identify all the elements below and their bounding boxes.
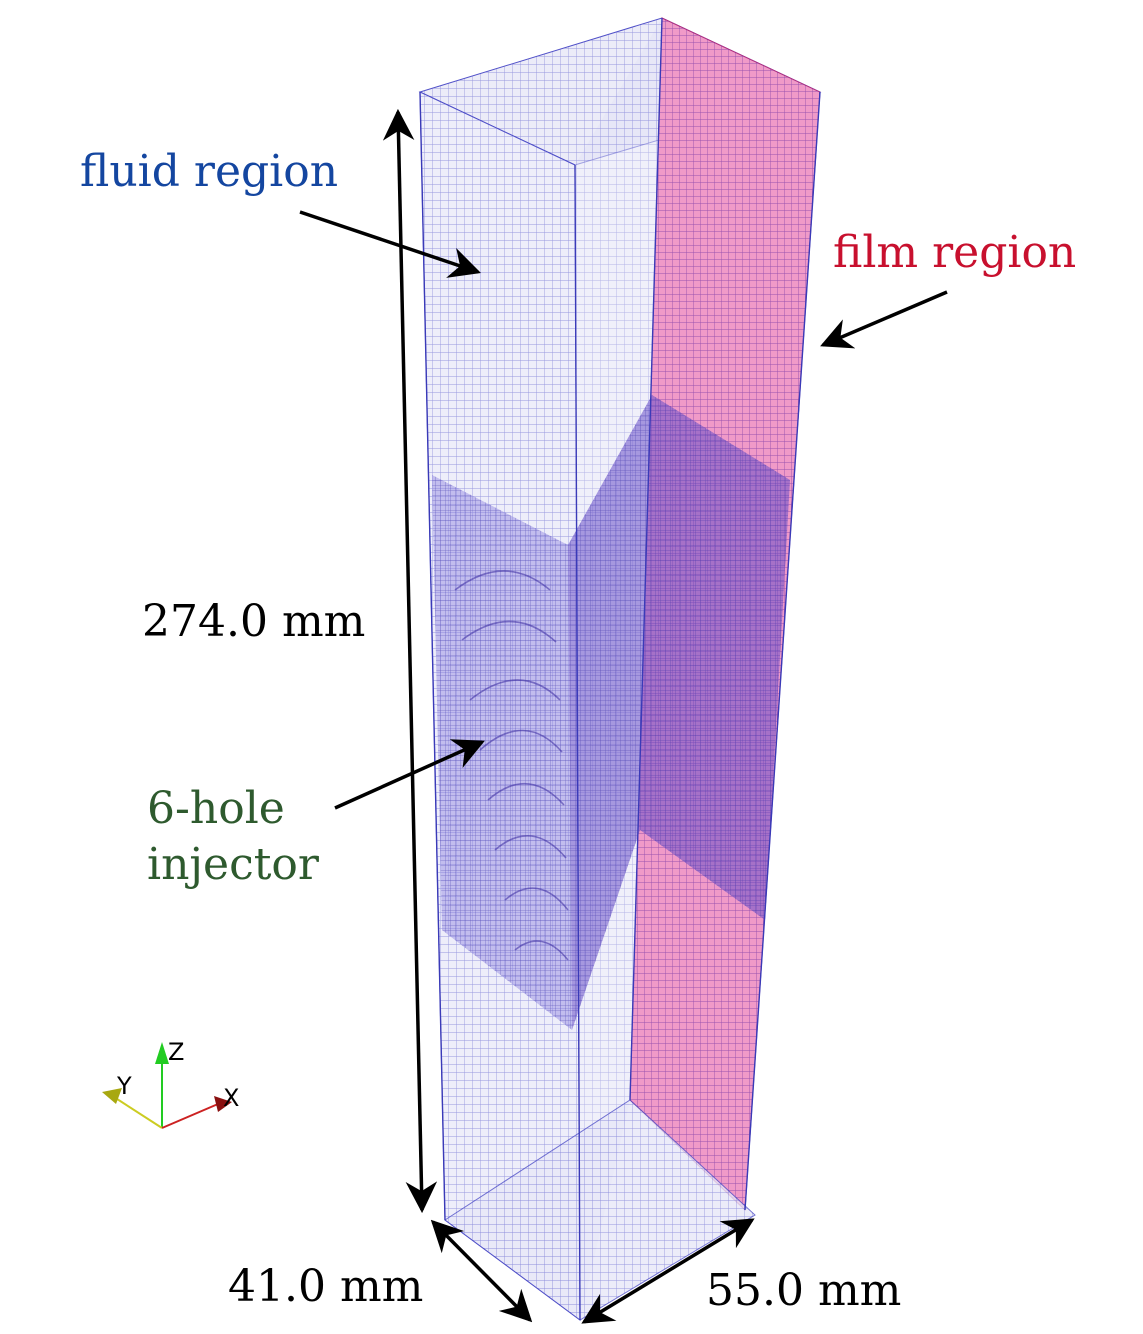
- film-pointer: [820, 290, 948, 349]
- z-axis-label: Z: [168, 1038, 184, 1066]
- mesh-box: [418, 17, 822, 1321]
- z-axis-icon: [155, 1042, 169, 1064]
- injector-label-line1: 6-hole: [147, 783, 285, 834]
- injector-label-line2: injector: [147, 839, 320, 890]
- fluid-pointer: [299, 210, 481, 278]
- injector-rings: [454, 570, 569, 961]
- axes-triad: Z Y X: [102, 1038, 239, 1129]
- dimension-arrows: [382, 108, 755, 1324]
- x-axis-icon: [214, 1096, 232, 1112]
- width-arrow: [581, 1218, 755, 1324]
- injector-pointer: [334, 739, 485, 810]
- depth-arrow: [430, 1219, 533, 1323]
- y-axis-label: Y: [116, 1072, 132, 1100]
- x-axis-label: X: [223, 1084, 239, 1112]
- depth-dimension-label: 41.0 mm: [228, 1261, 423, 1312]
- width-dimension-label: 55.0 mm: [706, 1265, 901, 1316]
- fluid-region-label: fluid region: [80, 146, 338, 197]
- film-region-label: film region: [833, 227, 1076, 278]
- height-arrow: [382, 108, 438, 1214]
- height-dimension-label: 274.0 mm: [142, 596, 365, 647]
- pointer-arrows: [299, 210, 948, 810]
- y-axis-icon: [102, 1088, 122, 1104]
